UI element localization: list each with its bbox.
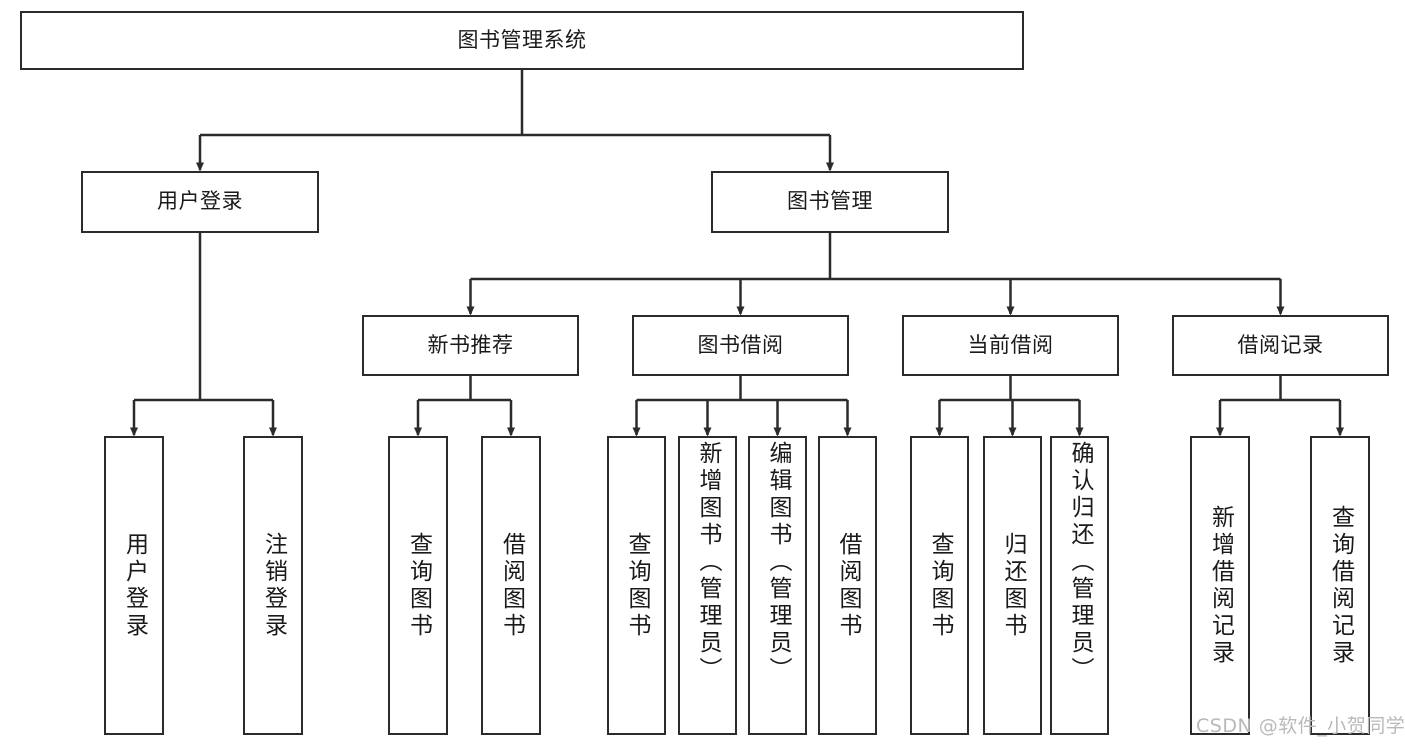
node-label-new-book-recommend: 新书推荐 xyxy=(427,332,514,357)
node-label-leaf-query-book-2: 查询图书 xyxy=(624,531,650,640)
node-root[interactable]: 图书管理系统 xyxy=(20,11,1024,70)
node-leaf-confirm-return-admin[interactable]: 确认归还（管理员） xyxy=(1050,436,1109,735)
node-leaf-logout[interactable]: 注销登录 xyxy=(243,436,303,735)
node-label-leaf-query-borrow-record: 查询借阅记录 xyxy=(1327,504,1354,667)
node-leaf-user-login[interactable]: 用户登录 xyxy=(104,436,164,735)
node-label-borrow-record: 借阅记录 xyxy=(1237,332,1324,357)
node-label-leaf-borrow-book-2: 借阅图书 xyxy=(835,531,861,640)
node-leaf-query-book-1[interactable]: 查询图书 xyxy=(388,436,448,735)
node-label-leaf-edit-book-admin: 编辑图书（管理员） xyxy=(765,441,791,684)
node-label-leaf-add-borrow-record: 新增借阅记录 xyxy=(1207,504,1234,667)
node-leaf-query-borrow-record[interactable]: 查询借阅记录 xyxy=(1310,436,1370,735)
node-leaf-edit-book-admin[interactable]: 编辑图书（管理员） xyxy=(748,436,807,735)
node-label-leaf-query-book-1: 查询图书 xyxy=(405,531,432,640)
node-user-login[interactable]: 用户登录 xyxy=(81,171,319,233)
node-label-root: 图书管理系统 xyxy=(457,27,587,52)
node-label-leaf-query-book-3: 查询图书 xyxy=(927,531,953,640)
node-book-manage[interactable]: 图书管理 xyxy=(711,171,949,233)
node-leaf-query-book-3[interactable]: 查询图书 xyxy=(910,436,969,735)
node-leaf-borrow-book-1[interactable]: 借阅图书 xyxy=(481,436,541,735)
edges-group xyxy=(130,70,1344,437)
node-label-book-borrow: 图书借阅 xyxy=(697,332,784,357)
node-label-leaf-user-login: 用户登录 xyxy=(121,531,148,640)
node-label-leaf-confirm-return-admin: 确认归还（管理员） xyxy=(1067,441,1093,684)
node-leaf-return-book[interactable]: 归还图书 xyxy=(983,436,1042,735)
node-label-user-login: 用户登录 xyxy=(157,189,243,214)
node-label-leaf-add-book-admin: 新增图书（管理员） xyxy=(695,441,721,684)
node-leaf-borrow-book-2[interactable]: 借阅图书 xyxy=(818,436,877,735)
node-leaf-query-book-2[interactable]: 查询图书 xyxy=(607,436,666,735)
node-leaf-add-borrow-record[interactable]: 新增借阅记录 xyxy=(1190,436,1250,735)
node-current-borrow[interactable]: 当前借阅 xyxy=(902,315,1119,376)
node-label-leaf-borrow-book-1: 借阅图书 xyxy=(498,531,525,640)
node-label-leaf-logout: 注销登录 xyxy=(260,531,287,640)
node-borrow-record[interactable]: 借阅记录 xyxy=(1172,315,1389,376)
node-label-book-manage: 图书管理 xyxy=(787,189,873,214)
node-new-book-recommend[interactable]: 新书推荐 xyxy=(362,315,579,376)
node-label-current-borrow: 当前借阅 xyxy=(967,332,1054,357)
node-leaf-add-book-admin[interactable]: 新增图书（管理员） xyxy=(678,436,737,735)
node-label-leaf-return-book: 归还图书 xyxy=(1000,531,1026,640)
node-book-borrow[interactable]: 图书借阅 xyxy=(632,315,849,376)
